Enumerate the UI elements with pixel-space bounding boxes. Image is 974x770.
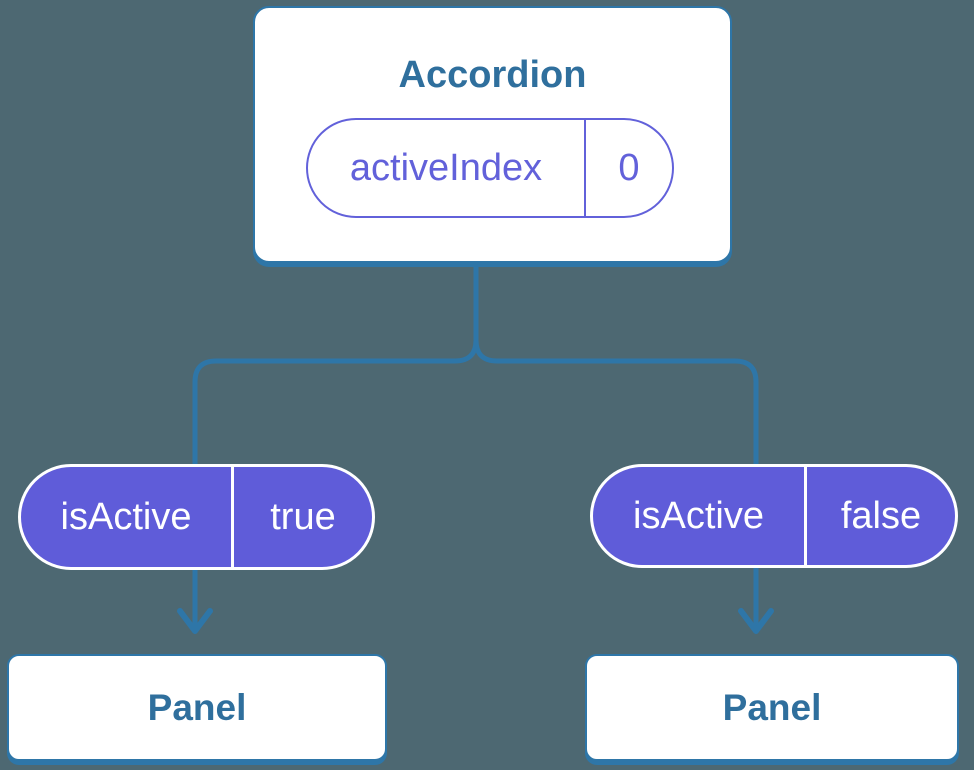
prop-pill-isactive-right: isActive false (590, 464, 958, 568)
state-value: 0 (618, 146, 640, 189)
prop-value: true (270, 495, 336, 538)
connector-left (192, 258, 479, 628)
state-pill-activeindex: activeIndex 0 (306, 118, 674, 218)
arrow-down-icon (738, 608, 774, 634)
prop-pill-isactive-left: isActive true (18, 464, 375, 570)
panel-node-right: Panel (585, 654, 959, 761)
connector-right (473, 258, 759, 628)
prop-value: false (840, 494, 922, 537)
panel-title: Panel (722, 686, 822, 728)
state-label: activeIndex (349, 146, 543, 189)
pill-divider (231, 467, 234, 567)
prop-label: isActive (60, 495, 192, 538)
panel-node-left: Panel (7, 654, 387, 761)
pill-divider (804, 467, 807, 565)
accordion-node: Accordion activeIndex 0 (253, 6, 732, 263)
prop-label: isActive (633, 494, 764, 537)
pill-divider (584, 120, 586, 216)
node-title: Accordion (398, 54, 587, 96)
panel-title: Panel (147, 686, 247, 728)
arrow-down-icon (177, 608, 213, 634)
